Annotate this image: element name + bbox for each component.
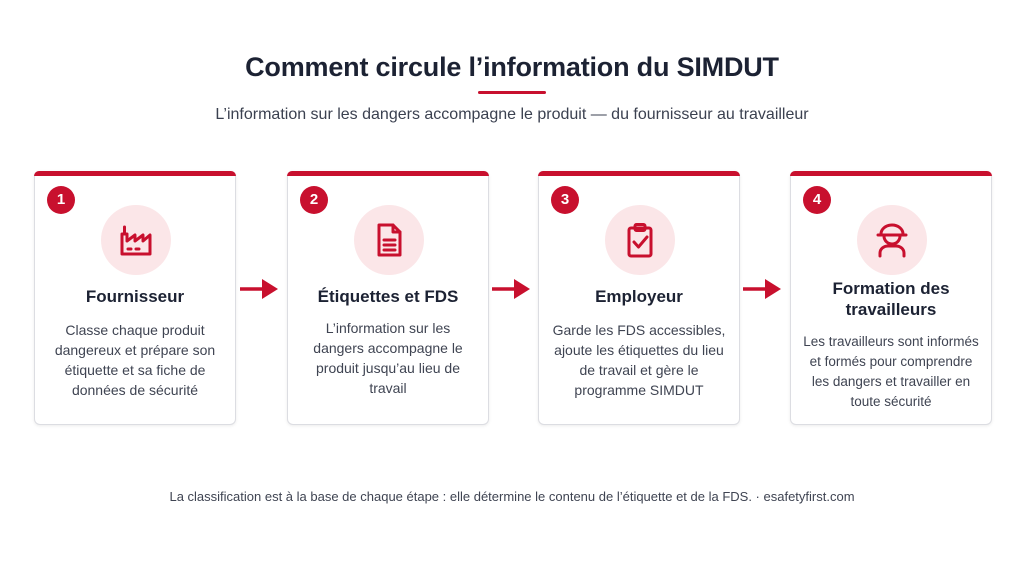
clipboard-check-icon: [605, 205, 675, 275]
step-card-labels-sds: 2 Étiquettes et FDS L’information sur le…: [287, 171, 489, 425]
factory-icon: [101, 205, 171, 275]
page-title: Comment circule l’information du SIMDUT: [245, 52, 779, 82]
card-accent-bar: [287, 171, 489, 176]
card-accent-bar: [790, 171, 992, 176]
card-accent-bar: [538, 171, 740, 176]
arrow-right-icon: [240, 279, 278, 299]
page-subtitle: L’information sur les dangers accompagne…: [215, 106, 809, 123]
arrow-right-icon: [492, 279, 530, 299]
step-card-employer: 3 Employeur Garde les FDS accessibles, a…: [538, 171, 740, 425]
step-card-worker-training: 4 Formation des travailleurs Les travail…: [790, 171, 992, 425]
step-title: Formation des travailleurs: [832, 279, 950, 319]
step-number-badge: 2: [300, 186, 328, 214]
step-number-badge: 4: [803, 186, 831, 214]
step-number-badge: 3: [551, 186, 579, 214]
step-title: Étiquettes et FDS: [317, 287, 459, 306]
step-title: Fournisseur: [85, 287, 185, 306]
step-description: Classe chaque produit dangereux et prépa…: [54, 322, 216, 398]
title-underline: [478, 91, 546, 94]
step-card-supplier: 1 Fournisseur Classe chaque produit dang…: [34, 171, 236, 425]
step-number-badge: 1: [47, 186, 75, 214]
arrow-right-icon: [743, 279, 781, 299]
step-description: L’information sur les dangers accompagne…: [313, 320, 463, 396]
worker-hardhat-icon: [857, 205, 927, 275]
card-accent-bar: [34, 171, 236, 176]
document-icon: [354, 205, 424, 275]
footer-note: La classification est à la base de chaqu…: [169, 489, 855, 504]
step-description: Garde les FDS accessibles, ajoute les ét…: [552, 322, 726, 398]
step-title: Employeur: [595, 287, 683, 306]
step-description: Les travailleurs sont informés et formés…: [803, 334, 979, 409]
